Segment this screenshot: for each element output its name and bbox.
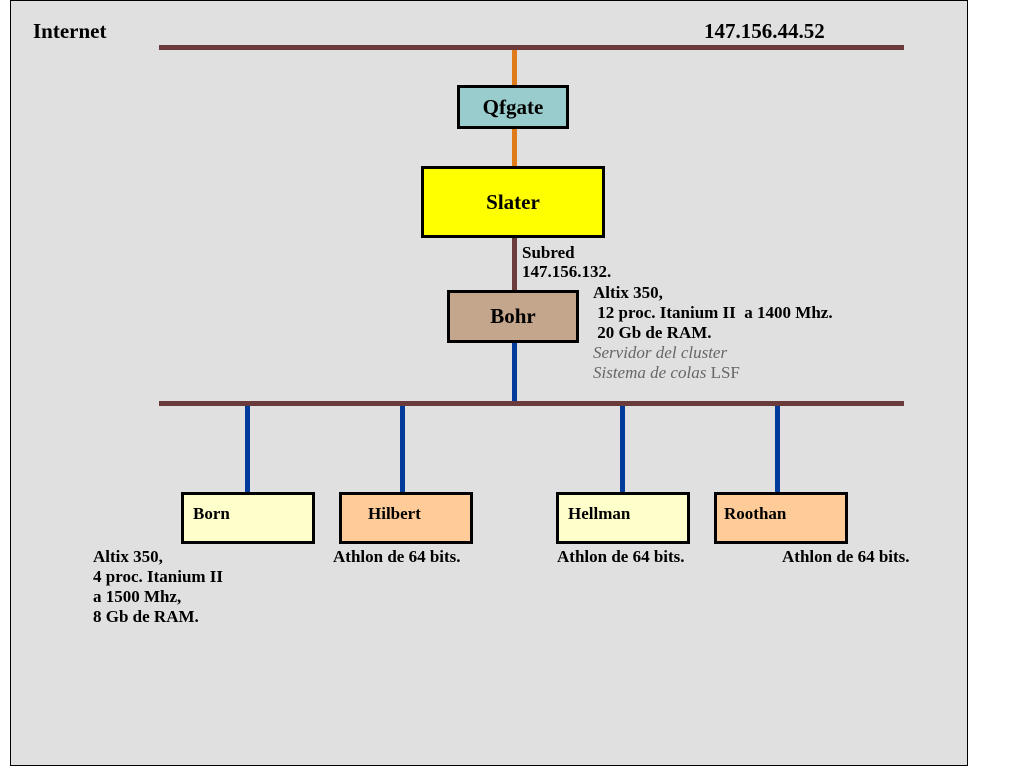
roothan-link [775, 406, 780, 494]
hellman-info: Athlon de 64 bits. [557, 547, 685, 566]
qfgate-node[interactable]: Qfgate [457, 85, 569, 129]
bohr-info-line-5-italic: Sistema de colas [593, 363, 711, 382]
hellman-link [620, 406, 625, 494]
qfgate-label: Qfgate [482, 94, 544, 119]
born-info-line-2: 4 proc. Itanium II [93, 567, 224, 586]
bohr-node[interactable]: Bohr [447, 290, 579, 343]
roothan-info: Athlon de 64 bits. [782, 547, 910, 566]
roothan-label: Roothan [724, 504, 787, 523]
hilbert-label: Hilbert [368, 504, 421, 523]
born-node[interactable]: Born [181, 492, 315, 544]
slater-bohr-link [512, 238, 517, 291]
internet-bus-line [159, 45, 904, 50]
subnet-label: Subred 147.156.132. [522, 243, 611, 281]
hilbert-node[interactable]: Hilbert [339, 492, 473, 544]
subnet-line-1: Subred [522, 243, 575, 262]
hellman-label: Hellman [568, 504, 631, 523]
bohr-label: Bohr [490, 304, 536, 328]
hilbert-info: Athlon de 64 bits. [333, 547, 461, 566]
bohr-cluster-link [512, 343, 517, 403]
internet-ip-label: 147.156.44.52 [704, 19, 825, 43]
subnet-line-2: 147.156.132. [522, 262, 612, 281]
slater-label: Slater [486, 189, 540, 214]
bohr-info: Altix 350, 12 proc. Itanium II a 1400 Mh… [593, 283, 833, 383]
qfgate-slater-link [512, 129, 517, 167]
internet-label: Internet [33, 19, 107, 43]
cluster-bus-line [159, 401, 904, 406]
born-info-line-1: Altix 350, [93, 547, 163, 566]
internet-qfgate-link [512, 50, 517, 86]
bohr-info-line-3: 20 Gb de RAM. [593, 323, 712, 342]
born-link [245, 406, 250, 494]
born-info-line-3: a 1500 Mhz, [93, 587, 182, 606]
hellman-node[interactable]: Hellman [556, 492, 690, 544]
bohr-info-line-4: Servidor del cluster [593, 343, 728, 362]
network-diagram: Internet 147.156.44.52 Qfgate Slater Sub… [10, 0, 968, 766]
hilbert-link [400, 406, 405, 494]
roothan-node[interactable]: Roothan [714, 492, 848, 544]
born-info: Altix 350, 4 proc. Itanium II a 1500 Mhz… [93, 547, 223, 627]
bohr-info-line-5: Sistema de colas LSF [593, 363, 833, 383]
slater-node[interactable]: Slater [421, 166, 605, 238]
bohr-info-line-2: 12 proc. Itanium II a 1400 Mhz. [593, 303, 833, 322]
bohr-info-line-1: Altix 350, [593, 283, 663, 302]
born-label: Born [193, 504, 230, 523]
bohr-info-line-5-lsf: LSF [710, 363, 740, 382]
born-info-line-4: 8 Gb de RAM. [93, 607, 199, 626]
